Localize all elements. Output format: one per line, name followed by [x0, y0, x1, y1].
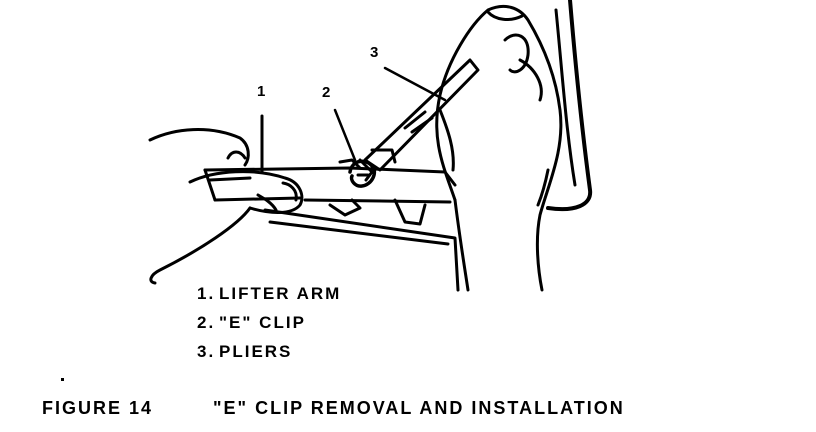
legend-item: 2."E" CLIP [197, 313, 341, 342]
legend-label: "E" CLIP [219, 313, 306, 332]
pliers-icon [358, 58, 480, 182]
callout-3: 3 [370, 44, 379, 61]
legend-number: 2. [197, 313, 216, 332]
callout-2: 2 [322, 84, 331, 101]
base-plate [263, 208, 460, 292]
base-plate-edge [268, 220, 450, 246]
figure-title: "E" CLIP REMOVAL AND INSTALLATION [213, 398, 625, 418]
legend-number: 1. [197, 284, 216, 303]
housing-edge [546, 0, 593, 211]
housing-inner-edge [554, 8, 577, 187]
legend-label: PLIERS [219, 342, 293, 361]
callout-1: 1 [257, 83, 266, 100]
e-clip-icon [333, 108, 377, 188]
left-hand-icon [148, 128, 304, 285]
right-hand-icon [435, 4, 563, 292]
figure-legend: 1.LIFTER ARM 2."E" CLIP 3.PLIERS [197, 284, 341, 371]
print-speck [61, 378, 64, 381]
legend-label: LIFTER ARM [219, 284, 342, 303]
legend-number: 3. [197, 342, 216, 361]
legend-item: 3.PLIERS [197, 342, 341, 371]
legend-item: 1.LIFTER ARM [197, 284, 341, 313]
figure-number: FIGURE 14 [42, 398, 154, 418]
